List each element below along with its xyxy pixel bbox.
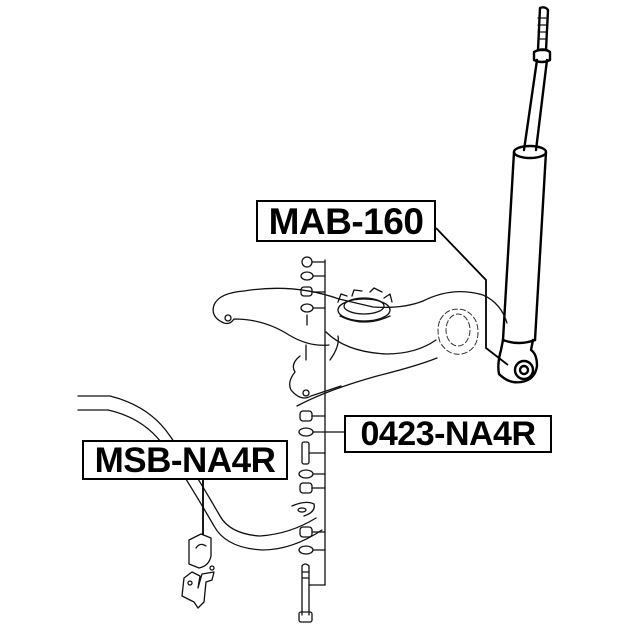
link-washers-lower xyxy=(298,410,345,555)
part-label-0423-na4r[interactable]: 0423-NA4R xyxy=(344,415,552,453)
shock-absorber xyxy=(497,6,552,384)
leader-line-mab-160 xyxy=(435,227,509,366)
stabilizer-bracket xyxy=(181,565,215,609)
spring-seat xyxy=(337,287,393,323)
link-washers-upper xyxy=(300,256,326,361)
part-label-msb-na4r[interactable]: MSB-NA4R xyxy=(82,440,288,480)
link-bolt xyxy=(298,563,326,623)
part-label-mab-160[interactable]: MAB-160 xyxy=(256,200,436,242)
stabilizer-bushing xyxy=(188,533,212,569)
stabilizer-bar xyxy=(77,395,323,551)
lower-control-arm xyxy=(212,287,508,407)
